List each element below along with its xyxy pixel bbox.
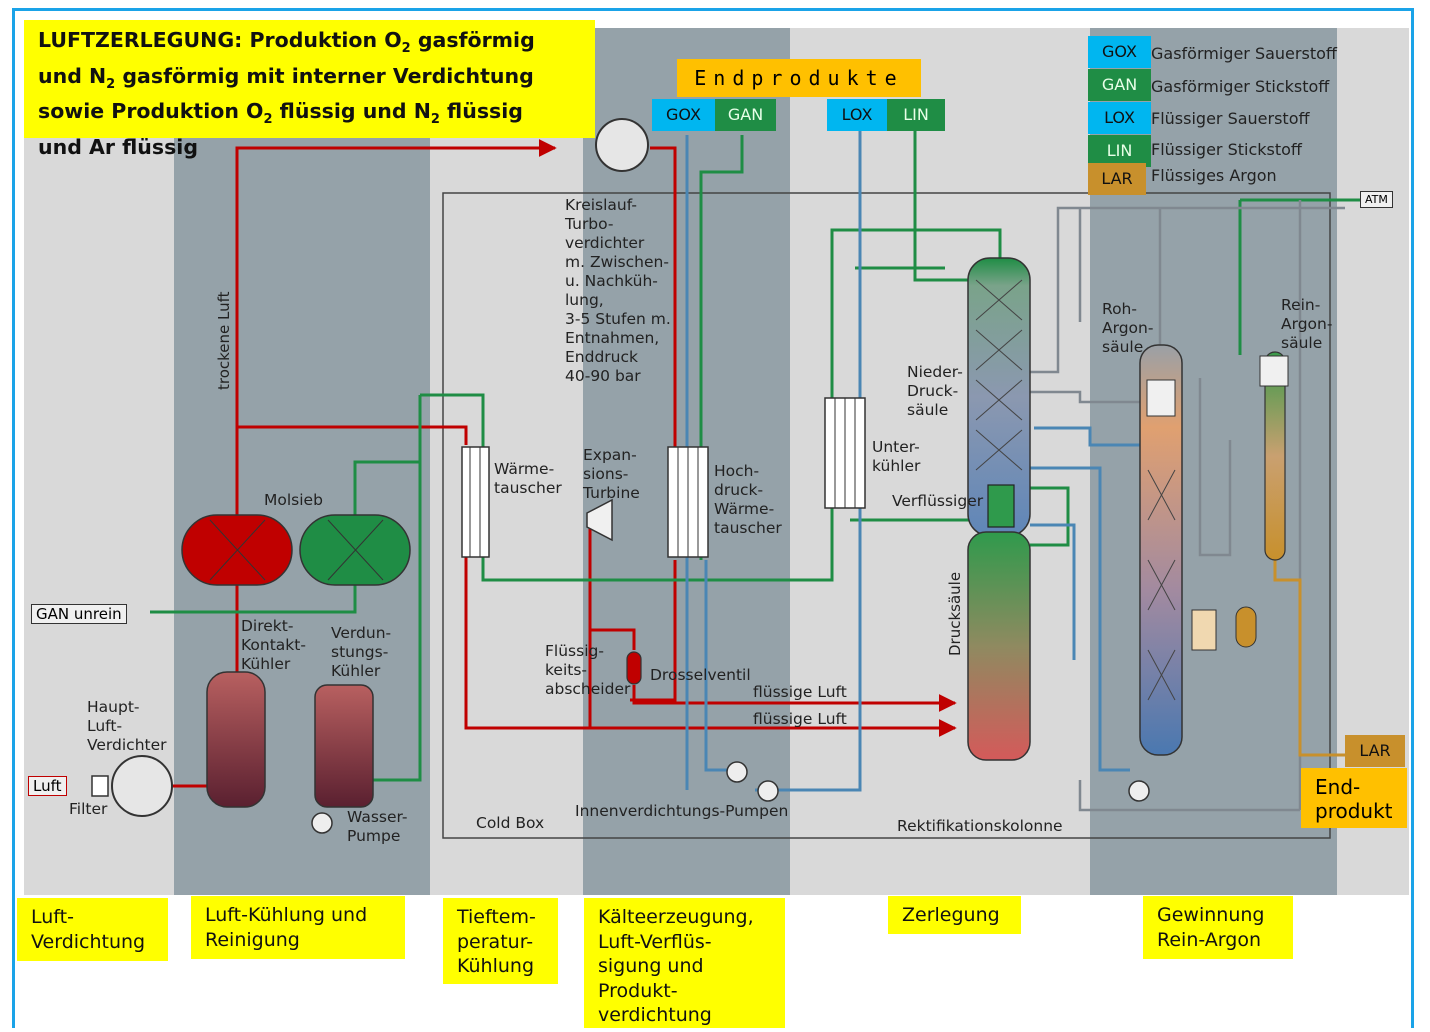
argon-reboiler xyxy=(1191,609,1217,651)
atm-label: ATM xyxy=(1360,191,1393,208)
legend-code-gan: GAN xyxy=(1088,69,1151,101)
label-unterkuehler: Unter- kühler xyxy=(872,438,921,475)
legend-code-gox: GOX xyxy=(1088,36,1151,68)
legend-code-lar: LAR xyxy=(1088,163,1146,195)
internal-pump-2-icon xyxy=(757,780,779,802)
label-cold-box: Cold Box xyxy=(476,814,545,832)
stage-label-luft-verdichtung: Luft- Verdichtung xyxy=(17,898,168,961)
evaporative-cooler xyxy=(314,684,374,808)
endprodukt-gan: GAN xyxy=(715,99,776,131)
grey-lines xyxy=(1030,200,1345,812)
expansion-turbine-icon xyxy=(586,498,613,542)
rein-argon-condenser xyxy=(1259,355,1289,387)
label-innenverdichtungs-pumpen: Innenverdichtungs-Pumpen xyxy=(575,802,789,820)
legend-text-gan: Gasförmiger Stickstoff xyxy=(1151,77,1330,96)
legend-text-lin: Flüssiger Stickstoff xyxy=(1151,140,1302,159)
endprodukte-header: Endprodukte xyxy=(677,59,921,97)
label-verfluessiger: Verflüssiger xyxy=(892,492,984,510)
roh-argon-saeule xyxy=(1139,344,1183,756)
label-luft: Luft xyxy=(28,776,67,796)
cold-box-outline xyxy=(442,192,1331,839)
waermetauscher-icon xyxy=(461,446,490,558)
label-roh-argon: Roh- Argon- säule xyxy=(1102,300,1154,356)
kreislauf-compressor-icon xyxy=(595,118,649,172)
label-rein-argon: Rein- Argon- säule xyxy=(1281,296,1333,352)
endprodukt-lin: LIN xyxy=(887,99,945,131)
endprodukt-lox: LOX xyxy=(827,99,887,131)
liquid-separator-icon xyxy=(626,651,642,685)
rein-argon-saeule xyxy=(1264,351,1286,561)
endprodukt-box: End- produkt xyxy=(1301,768,1407,828)
label-haupt-luft-verdichter: Haupt- Luft- Verdichter xyxy=(87,698,167,754)
label-fluessige-luft-1: flüssige Luft xyxy=(753,683,847,701)
label-fluessigkeitsabscheider: Flüssig- keits- abscheider xyxy=(545,642,631,698)
label-gan-unrein: GAN unrein xyxy=(31,604,127,624)
internal-pump-1-icon xyxy=(726,761,748,783)
label-waermetauscher: Wärme- tauscher xyxy=(494,460,562,497)
verfluessiger-icon xyxy=(987,484,1015,528)
filter-icon xyxy=(91,775,109,797)
label-rektifikationskolonne: Rektifikationskolonne xyxy=(897,817,1063,835)
legend-text-lox: Flüssiger Sauerstoff xyxy=(1151,109,1310,128)
air-lines xyxy=(172,139,957,788)
stage-label-zerlegung: Zerlegung xyxy=(888,896,1021,934)
water-pump-icon xyxy=(311,812,333,834)
label-verdunstung: Verdun- stungs- Kühler xyxy=(331,624,392,680)
label-expansion: Expan- sions- Turbine xyxy=(583,446,640,502)
stage-label-tieftemperatur: Tieftem- peratur- Kühlung xyxy=(443,898,558,984)
label-hochdruck: Hoch- druck- Wärme- tauscher xyxy=(714,462,782,537)
legend-text-lar: Flüssiges Argon xyxy=(1151,166,1277,185)
argon-separator xyxy=(1235,606,1257,648)
stage-label-gewinnung-argon: Gewinnung Rein-Argon xyxy=(1143,896,1293,959)
lar-output-tag: LAR xyxy=(1345,735,1405,767)
label-niederdruck: Nieder- Druck- säule xyxy=(907,363,963,419)
page-title: LUFTZERLEGUNG: Produktion O2 gasförmig u… xyxy=(24,20,595,159)
label-trockene-luft: trockene Luft xyxy=(215,291,233,390)
label-drosselventil: Drosselventil xyxy=(650,666,751,684)
label-drucksaeule: Drucksäule xyxy=(946,571,964,656)
stage-band-verdichtung xyxy=(24,28,174,895)
endprodukt-text: End- produkt xyxy=(1315,775,1393,823)
stage-label-luft-kuehlung: Luft-Kühlung und Reinigung xyxy=(191,896,405,959)
roh-argon-condenser xyxy=(1146,379,1176,417)
label-filter: Filter xyxy=(69,800,108,818)
direct-contact-cooler xyxy=(206,671,266,808)
label-kreislauf: Kreislauf- Turbo- verdichter m. Zwischen… xyxy=(565,196,671,385)
label-fluessige-luft-2: flüssige Luft xyxy=(753,710,847,728)
argon-pump-icon xyxy=(1128,780,1150,802)
druck-saeule xyxy=(967,531,1031,761)
stage-label-kaelteerzeugung: Kälteerzeugung, Luft-Verflüs- sigung und… xyxy=(584,898,785,1028)
label-molsieb: Molsieb xyxy=(264,491,323,509)
outer-frame xyxy=(12,8,1414,1028)
legend-code-lox: LOX xyxy=(1088,102,1151,134)
stage-band-tieftemperatur xyxy=(430,28,583,895)
main-compressor-icon xyxy=(111,755,173,817)
legend-text-gox: Gasförmiger Sauerstoff xyxy=(1151,44,1337,63)
endprodukt-gox: GOX xyxy=(652,99,715,131)
label-wasser-pumpe: Wasser- Pumpe xyxy=(347,808,408,845)
legend-code-lin: LIN xyxy=(1088,135,1151,167)
label-direkt-kontakt: Direkt- Kontakt- Kühler xyxy=(241,617,306,673)
